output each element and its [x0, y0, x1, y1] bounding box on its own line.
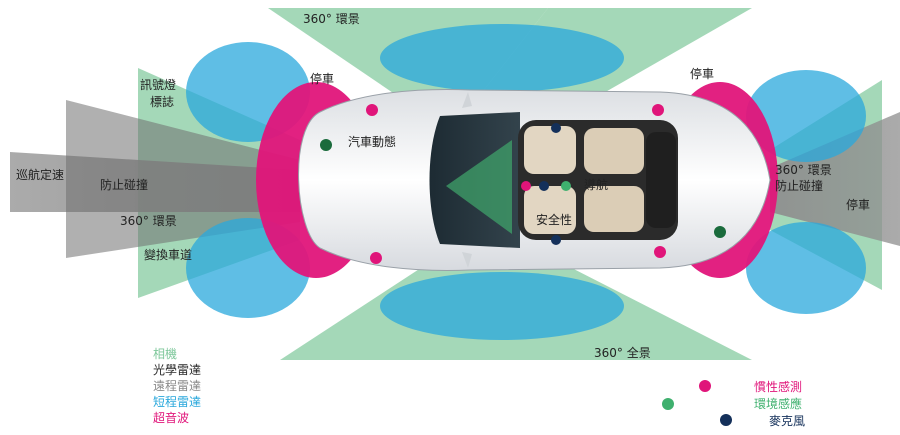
label-surround-360-top: 360° 環景	[303, 12, 360, 26]
ultrasonic-dot	[370, 252, 382, 264]
label-surround-360-rear: 360° 環景	[775, 163, 832, 177]
legend-environment: 環境感應	[754, 397, 803, 411]
label-surround-360-front: 360° 環景	[120, 214, 177, 228]
legend-camera: 相機	[153, 347, 178, 361]
label-surround-360-bottom: 360° 全景	[594, 346, 651, 360]
label-adaptive-cruise: 巡航定速	[16, 168, 65, 182]
environment-dot	[320, 139, 332, 151]
label-parking-rear-top: 停車	[690, 67, 715, 81]
microphone-dot	[551, 123, 561, 133]
legend-microphone-dot	[720, 414, 732, 426]
label-traffic-sign-2: 標誌	[150, 95, 175, 109]
ultrasonic-dot	[366, 104, 378, 116]
label-parking-rear: 停車	[846, 198, 871, 212]
srr-rear-right	[746, 222, 866, 314]
car-body	[298, 89, 771, 271]
legend-inertial-dot	[699, 380, 711, 392]
ultrasonic-dot	[654, 246, 666, 258]
label-parking-front: 停車	[310, 72, 335, 86]
microphone-dot	[539, 181, 549, 191]
microphone-dot	[551, 235, 561, 245]
legend-inertial: 慣性感測	[754, 380, 803, 394]
label-collision-avoidance-rear: 防止碰撞	[775, 179, 824, 193]
label-collision-avoidance-front: 防止碰撞	[100, 178, 149, 192]
camera-cone-windshield	[446, 140, 512, 234]
legend-environment-dot	[662, 398, 674, 410]
legend-microphone: 麥克風	[769, 414, 806, 428]
legend-long-range-radar: 遠程雷達	[153, 379, 202, 393]
label-lane-change: 變換車道	[144, 248, 193, 262]
legend-short-range-radar: 短程雷達	[153, 395, 202, 409]
label-vehicle-dynamics: 汽車動態	[348, 135, 397, 149]
srr-side-bottom	[380, 272, 624, 340]
srr-rear-left	[746, 70, 866, 162]
environment-dot	[561, 181, 571, 191]
label-traffic-sign-1: 訊號燈	[140, 78, 177, 92]
long-range-radar-rear	[770, 112, 900, 246]
environment-dot	[714, 226, 726, 238]
label-navigation: 導航	[584, 178, 609, 192]
label-safety: 安全性	[536, 213, 573, 227]
ultrasonic-dot	[652, 104, 664, 116]
legend-ultrasonic: 超音波	[153, 411, 190, 425]
inertial-dot	[521, 181, 531, 191]
srr-side-top	[380, 24, 624, 92]
legend-lidar: 光學雷達	[153, 363, 202, 377]
